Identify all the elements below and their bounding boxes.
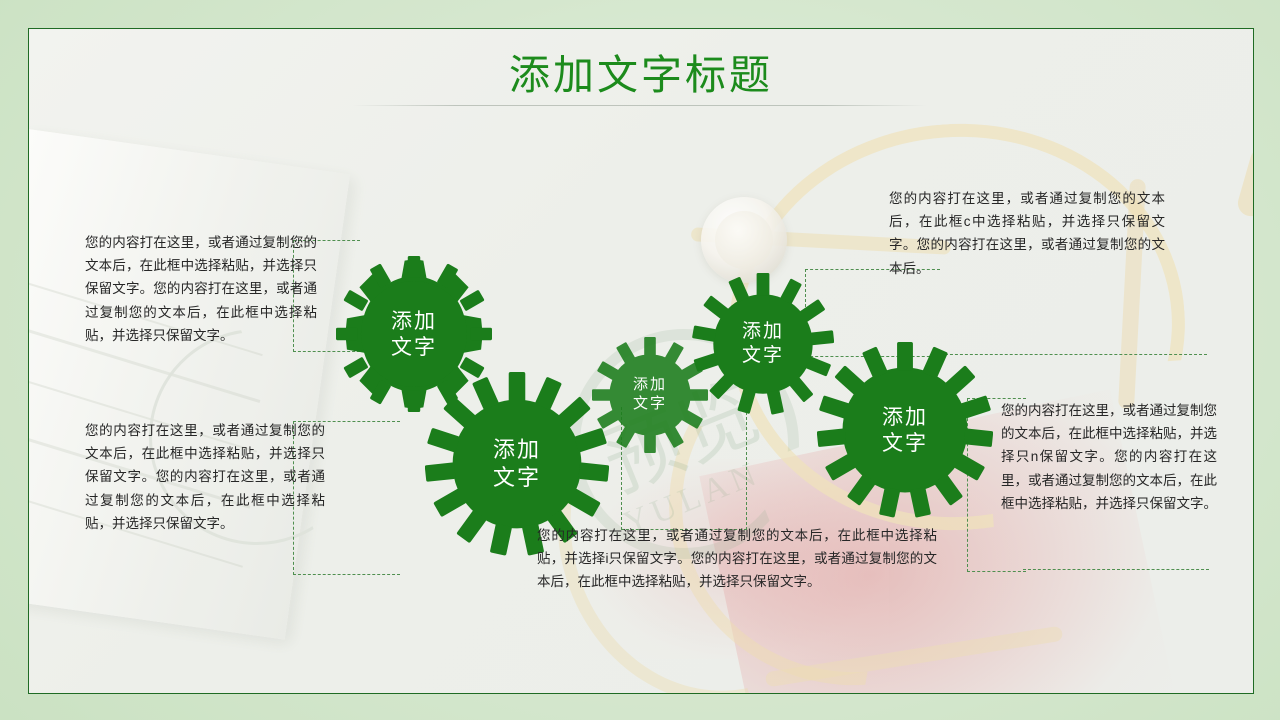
slide-content-panel: 预览 YULAN 添加文字标题 — [28, 28, 1254, 694]
text-block-top-right: 您的内容打在这里，或者通过复制您的文本后，在此框c中选择粘贴，并选择只保留文字。… — [889, 191, 1165, 276]
gear-3[interactable]: 添加 文字 — [592, 337, 708, 453]
gear-4[interactable]: 添加 文字 — [692, 273, 834, 415]
page-title-container: 添加文字标题 — [29, 51, 1253, 100]
text-block-top-left: 您的内容打在这里，或者通过复制您的文本后，在此框中选择粘贴，并选择只保留文字。您… — [85, 235, 317, 343]
text-block-bottom-center: 您的内容打在这里，或者通过复制您的文本后，在此框中选择粘贴，并选择i只保留文字。… — [537, 528, 937, 590]
text-block-bottom-left: 您的内容打在这里，或者通过复制您的文本后，在此框中选择粘贴，并选择只保留文字。您… — [85, 423, 325, 531]
text-block-bottom-right: 您的内容打在这里，或者通过复制您的文本后，在此框中选择粘贴，并选择只n保留文字。… — [1001, 403, 1217, 511]
title-divider — [352, 105, 926, 106]
page-title: 添加文字标题 — [509, 52, 773, 98]
red-fabric-image — [589, 459, 889, 659]
stethoscope-chestpiece-inner — [715, 211, 773, 269]
gear-5[interactable]: 添加 文字 — [817, 342, 993, 518]
